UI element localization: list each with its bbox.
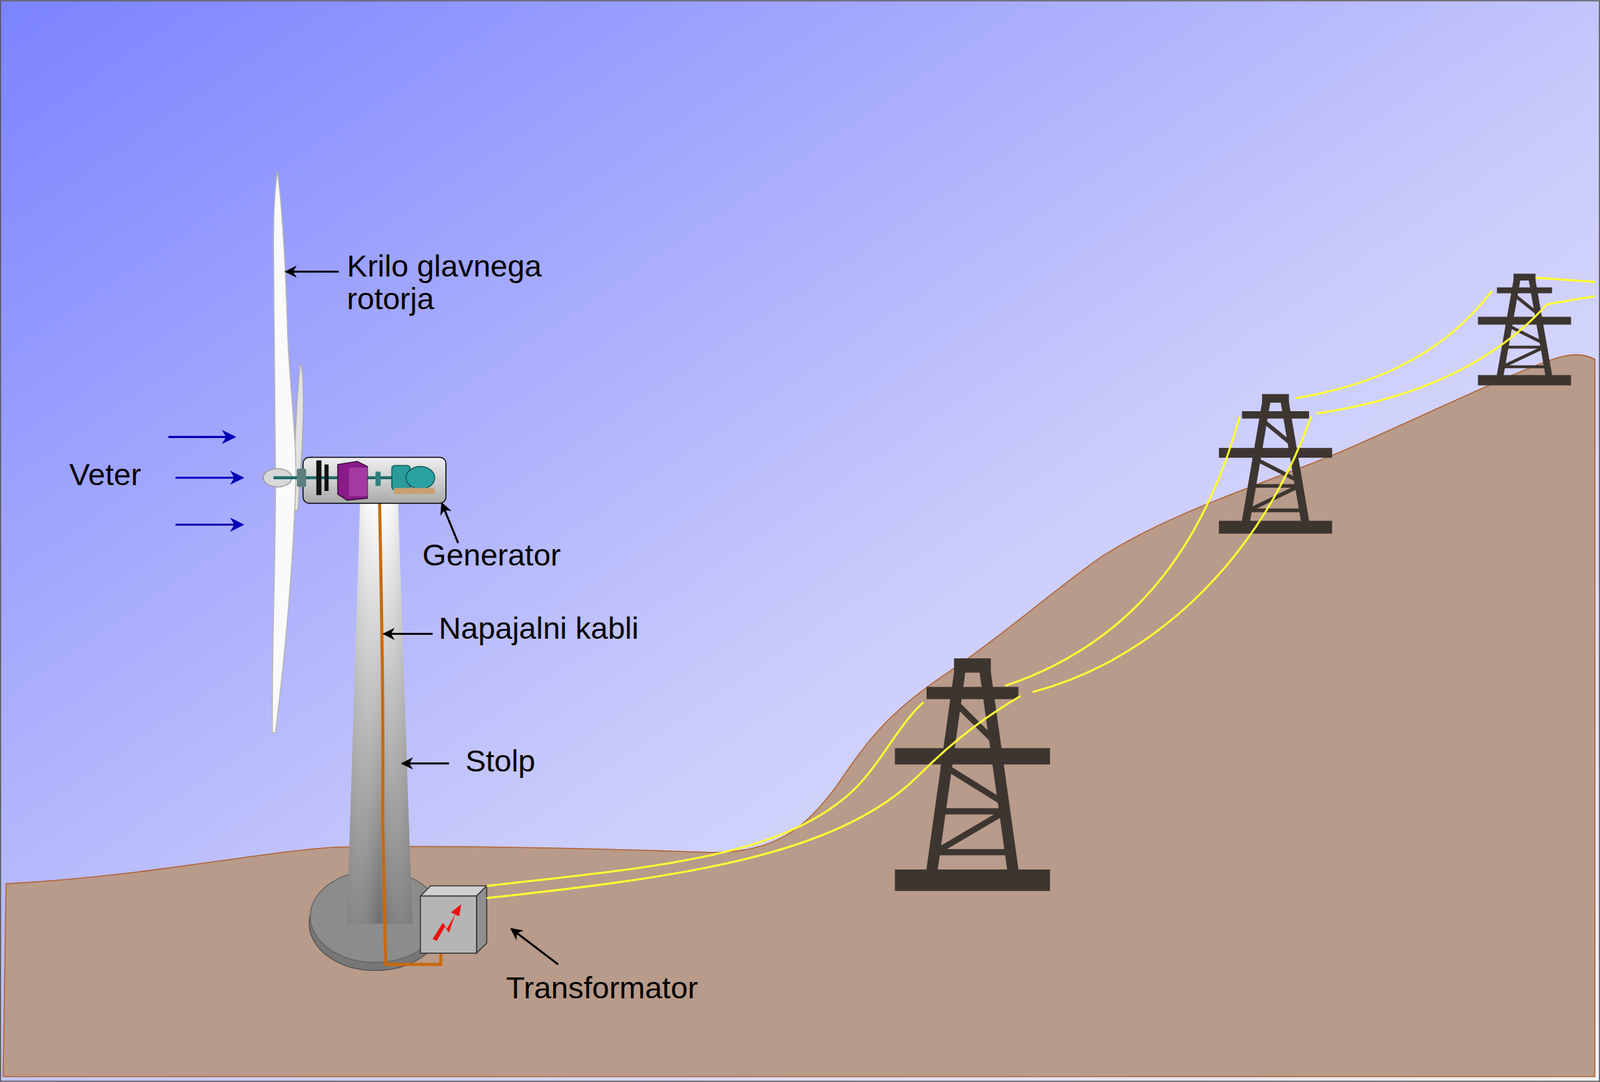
wind-label: Veter xyxy=(69,458,142,491)
transformer-label: Transformator xyxy=(506,971,698,1004)
generator-label: Generator xyxy=(422,538,562,571)
tower-label: Stolp xyxy=(465,744,536,777)
wind-arrow xyxy=(168,436,243,525)
rotor-blade-label: Krilo glavnega rotorja xyxy=(347,249,603,315)
power-line xyxy=(486,277,1595,899)
transformer-box xyxy=(420,885,487,954)
nacelle xyxy=(263,457,446,504)
power-cable-label: Napajalni kabli xyxy=(438,612,639,645)
hill-ground xyxy=(3,355,1596,1077)
rotor-blade xyxy=(272,171,304,733)
